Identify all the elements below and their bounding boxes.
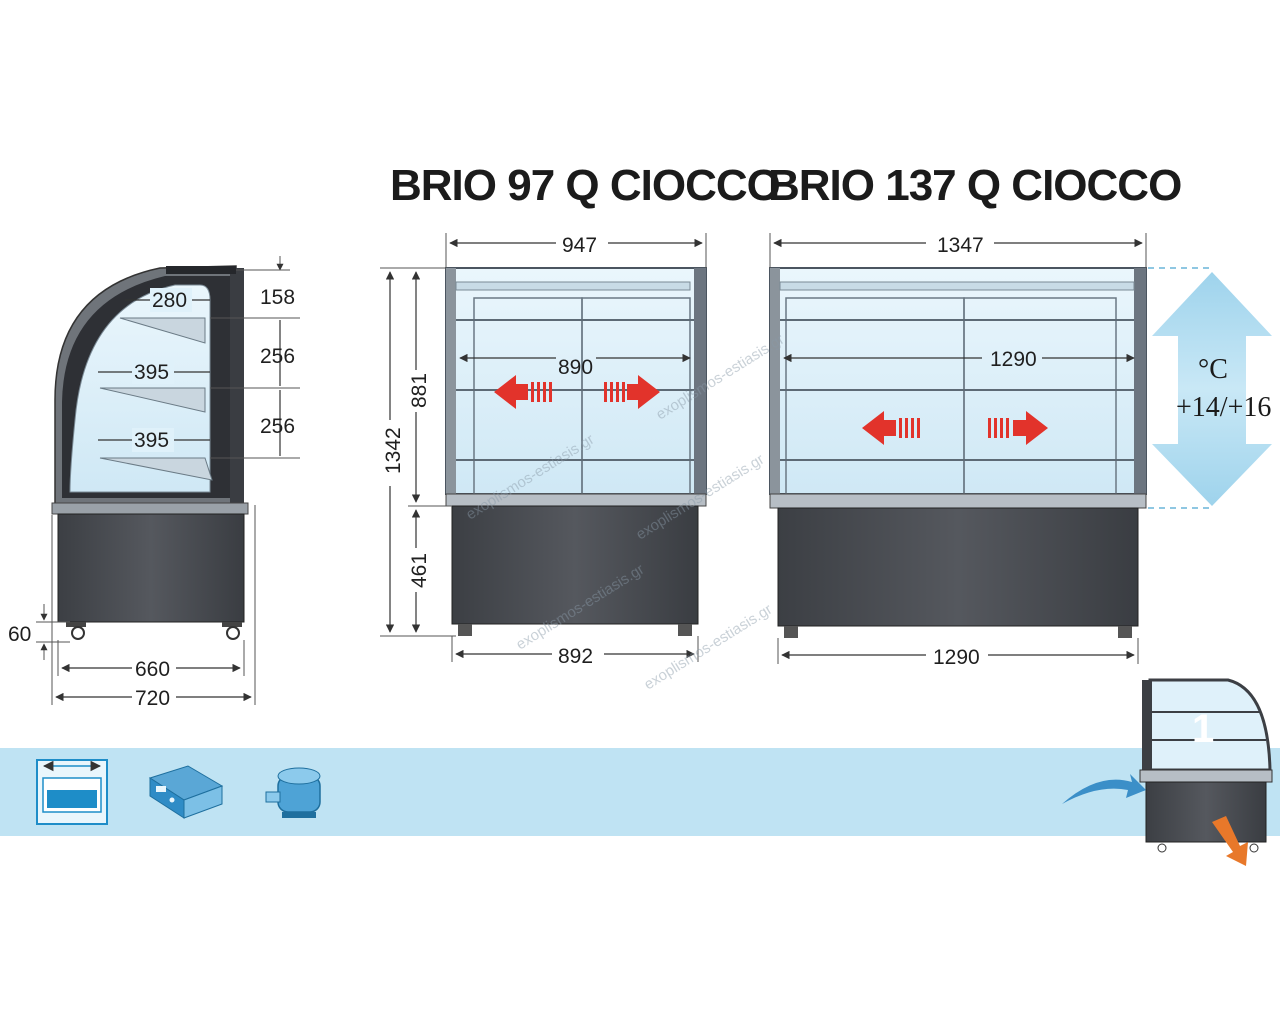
temperature-indicator: °C +14/+16: [1148, 267, 1272, 509]
slide-arrow-left-icon: [494, 375, 552, 409]
controller-icon: [148, 765, 224, 819]
display-case-thumbnail: 1: [1139, 678, 1273, 853]
base-depth: 660: [135, 658, 170, 681]
highlight-number: 1: [1192, 707, 1214, 751]
shelf-depth-2: 395: [134, 361, 169, 384]
sliding-doors-icon: [36, 759, 108, 825]
temperature-range: +14/+16: [1176, 392, 1271, 423]
base-width-97: 892: [558, 645, 593, 668]
temperature-unit: °C: [1198, 354, 1228, 385]
total-depth: 720: [135, 687, 170, 710]
top-width-137: 1347: [937, 234, 984, 257]
base-height-97: 461: [408, 553, 431, 588]
shelf-spacing-2: 256: [260, 345, 295, 368]
case-height-97: 881: [408, 373, 431, 408]
front-view-97: 947 890 1342 881 461 892: [380, 233, 707, 668]
compressor-icon: [265, 767, 321, 818]
top-width-97: 947: [562, 234, 597, 257]
shelf-depth-1: 280: [152, 289, 187, 312]
shelf-spacing-3: 256: [260, 415, 295, 438]
base-width-137: 1290: [933, 646, 980, 669]
outflow-arrow-icon: [1212, 816, 1248, 866]
slide-arrow-right-icon: [988, 411, 1048, 445]
slide-arrow-right-icon: [604, 375, 660, 409]
airflow-arrow-icon: [1062, 774, 1146, 804]
inner-width-137: 1290: [990, 348, 1037, 371]
shelf-depth-3: 395: [134, 429, 169, 452]
shelf-spacing-1: 158: [260, 286, 295, 309]
foot-height: 60: [8, 623, 31, 646]
front-view-137: 1347 1290 1290: [769, 233, 1147, 669]
model-title-97: BRIO 97 Q CIOCCO: [390, 161, 780, 210]
side-view: 280 395 395 158 256 256 60 660 720: [8, 256, 300, 710]
slide-arrow-left-icon: [862, 411, 920, 445]
total-height-97: 1342: [382, 427, 405, 474]
model-title-137: BRIO 137 Q CIOCCO: [768, 161, 1181, 210]
inner-width-97: 890: [558, 356, 593, 379]
